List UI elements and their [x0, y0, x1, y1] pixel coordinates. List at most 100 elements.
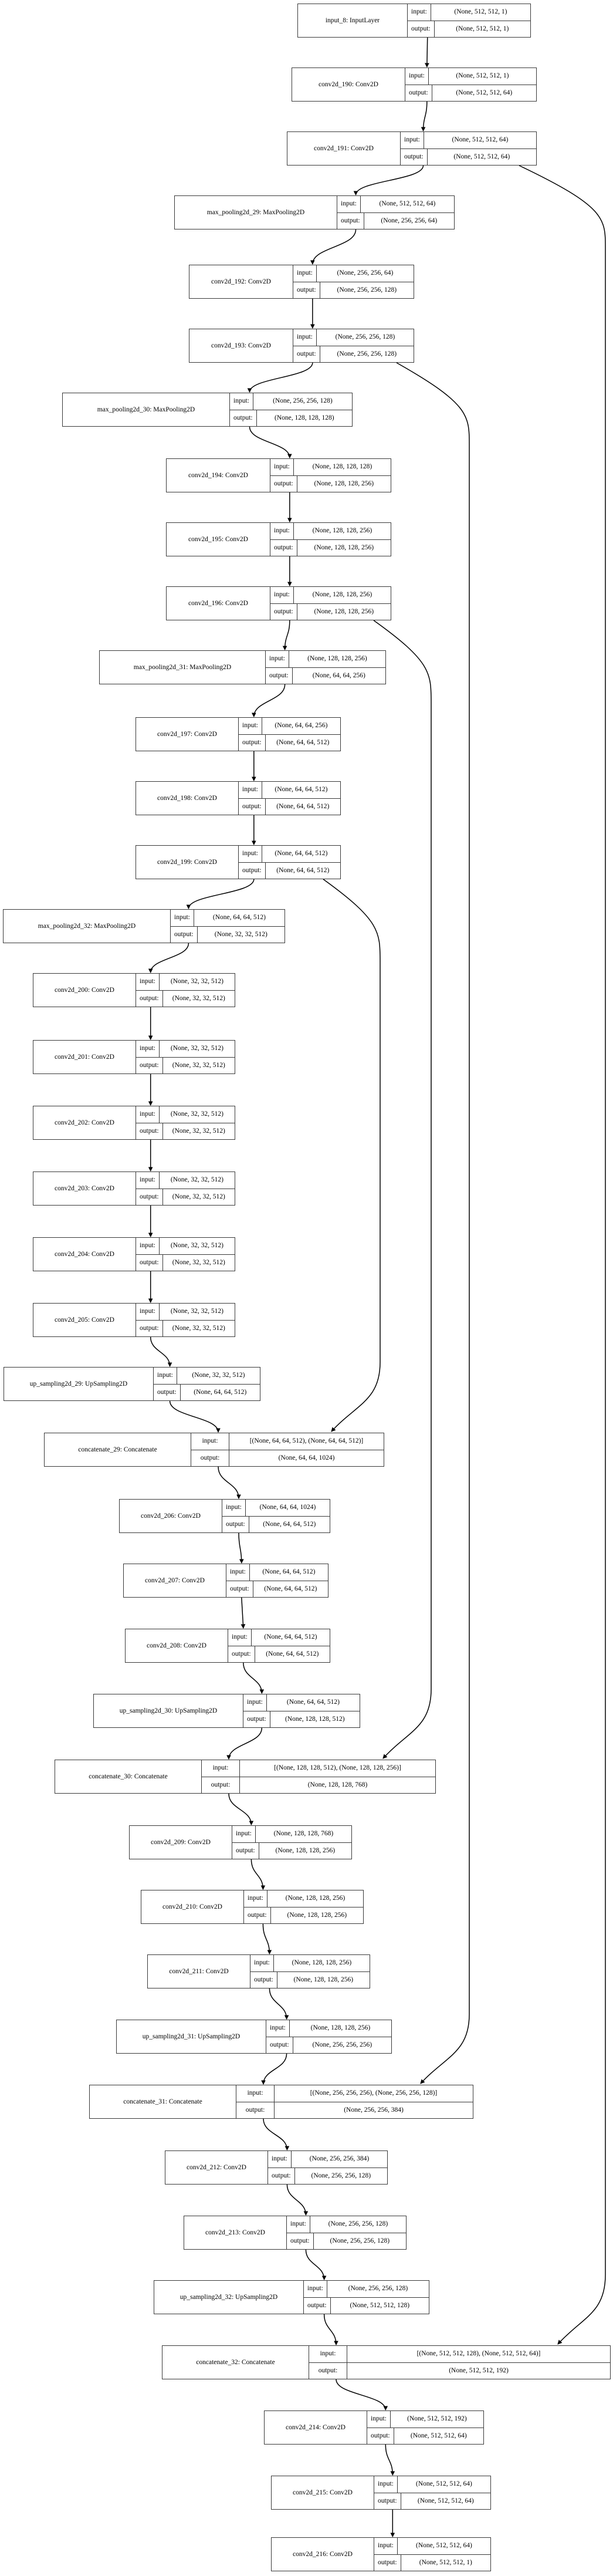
layer-io-table: input:(None, 64, 64, 256)output:(None, 6…: [239, 718, 340, 751]
layer-io-label-input: input:: [239, 718, 262, 734]
edge-concatenate_31-to-conv2d_212: [263, 2118, 290, 2151]
layer-io-row-input: input:(None, 32, 32, 512): [154, 1368, 260, 1385]
layer-io-shape-output: (None, 128, 128, 256): [293, 1976, 354, 1983]
layer-io-label-output: output:: [405, 85, 432, 101]
layer-io-label-input: input:: [202, 1760, 240, 1777]
layer-io-shape-input: (None, 64, 64, 512): [264, 1633, 317, 1641]
layer-io-row-output: output:(None, 512, 512, 192): [309, 2362, 610, 2379]
layer-io-row-input: input:(None, 256, 256, 128): [287, 2216, 406, 2233]
layer-io-shape-output: (None, 64, 64, 1024): [278, 1454, 335, 1461]
layer-io-shape-output: (None, 512, 512, 1): [456, 25, 509, 32]
layer-io-row-input: input:(None, 32, 32, 512): [136, 1238, 235, 1255]
layer-io-row-input: input:(None, 64, 64, 256): [239, 718, 340, 735]
edge-up_sampling2d_32-to-concatenate_32: [323, 2314, 338, 2346]
layer-io-label-output: output:: [337, 212, 364, 229]
layer-io-table: input:(None, 512, 512, 64)output:(None, …: [337, 196, 454, 229]
layer-io-shape-output: (None, 64, 64, 512): [263, 1520, 316, 1528]
edge-conv2d_205-to-up_sampling2d_29: [150, 1336, 172, 1368]
layer-io-label-output: output:: [232, 1842, 259, 1859]
layer-node-label: input_8: InputLayer: [298, 4, 408, 37]
layer-io-label-output: output:: [136, 1320, 163, 1336]
layer-io-row-input: input:(None, 128, 128, 256): [270, 587, 391, 604]
layer-io-shape-input: (None, 128, 128, 768): [273, 1830, 334, 1838]
layer-io-shape-input: (None, 32, 32, 512): [170, 978, 223, 985]
layer-io-shape-output: (None, 256, 256, 384): [344, 2106, 404, 2114]
layer-io-row-output: output:(None, 512, 512, 64): [374, 2493, 490, 2509]
layer-io-table: input:(None, 32, 32, 512)output:(None, 3…: [136, 1304, 235, 1336]
layer-io-row-input: input:(None, 64, 64, 512): [226, 1564, 328, 1581]
layer-io-shape-input: (None, 32, 32, 512): [170, 1242, 223, 1250]
layer-io-shape-input: (None, 128, 128, 128): [312, 463, 372, 471]
layer-io-label-input: input:: [232, 1826, 256, 1842]
layer-io-shape-input: (None, 256, 256, 128): [328, 2220, 388, 2228]
layer-io-row-output: output:(None, 64, 64, 512): [226, 1581, 328, 1597]
layer-io-label-input: input:: [236, 2085, 275, 2102]
layer-io-table: input:[(None, 128, 128, 512), (None, 128…: [202, 1760, 435, 1793]
layer-io-shape-output: (None, 32, 32, 512): [172, 1061, 225, 1069]
layer-io-row-output: output:(None, 64, 64, 256): [266, 667, 385, 684]
layer-io-row-output: output:(None, 64, 64, 512): [239, 734, 340, 751]
edge-conv2d_190-to-conv2d_191: [421, 101, 428, 132]
layer-io-label-output: output:: [304, 2297, 331, 2314]
layer-io-table: input:(None, 128, 128, 256)output:(None,…: [266, 651, 385, 684]
layer-io-table: input:(None, 64, 64, 512)output:(None, 6…: [239, 846, 340, 879]
layer-io-table: input:(None, 64, 64, 512)output:(None, 6…: [228, 1629, 330, 1662]
layer-io-row-input: input:(None, 256, 256, 64): [293, 265, 414, 282]
layer-io-label-output: output:: [408, 21, 435, 37]
layer-io-label-output: output:: [136, 1254, 163, 1271]
layer-io-label-input: input:: [226, 1564, 250, 1581]
edge-conv2d_199-to-concatenate_29: [323, 879, 381, 1432]
layer-io-table: input:(None, 32, 32, 512)output: (None, 3…: [136, 1238, 235, 1271]
edge-conv2d_193-to-concatenate_31: [396, 362, 470, 2084]
layer-io-label-input: input:: [136, 1304, 160, 1320]
layer-io-table: input:(None, 64, 64, 512)output:(None, 6…: [226, 1564, 328, 1597]
edge-max_pooling2d_30-to-conv2d_194: [249, 426, 292, 459]
layer-io-row-input: input:[(None, 128, 128, 512), (None, 128…: [202, 1760, 435, 1777]
layer-io-label-input: input:: [222, 1500, 246, 1516]
layer-io-row-input: input:(None, 64, 64, 512): [243, 1694, 360, 1711]
layer-io-table: input:(None, 64, 64, 1024)output:(None, …: [222, 1500, 330, 1532]
layer-io-shape-output: (None, 32, 32, 512): [172, 1193, 225, 1200]
edge-max_pooling2d_32-to-conv2d_200: [148, 943, 189, 974]
